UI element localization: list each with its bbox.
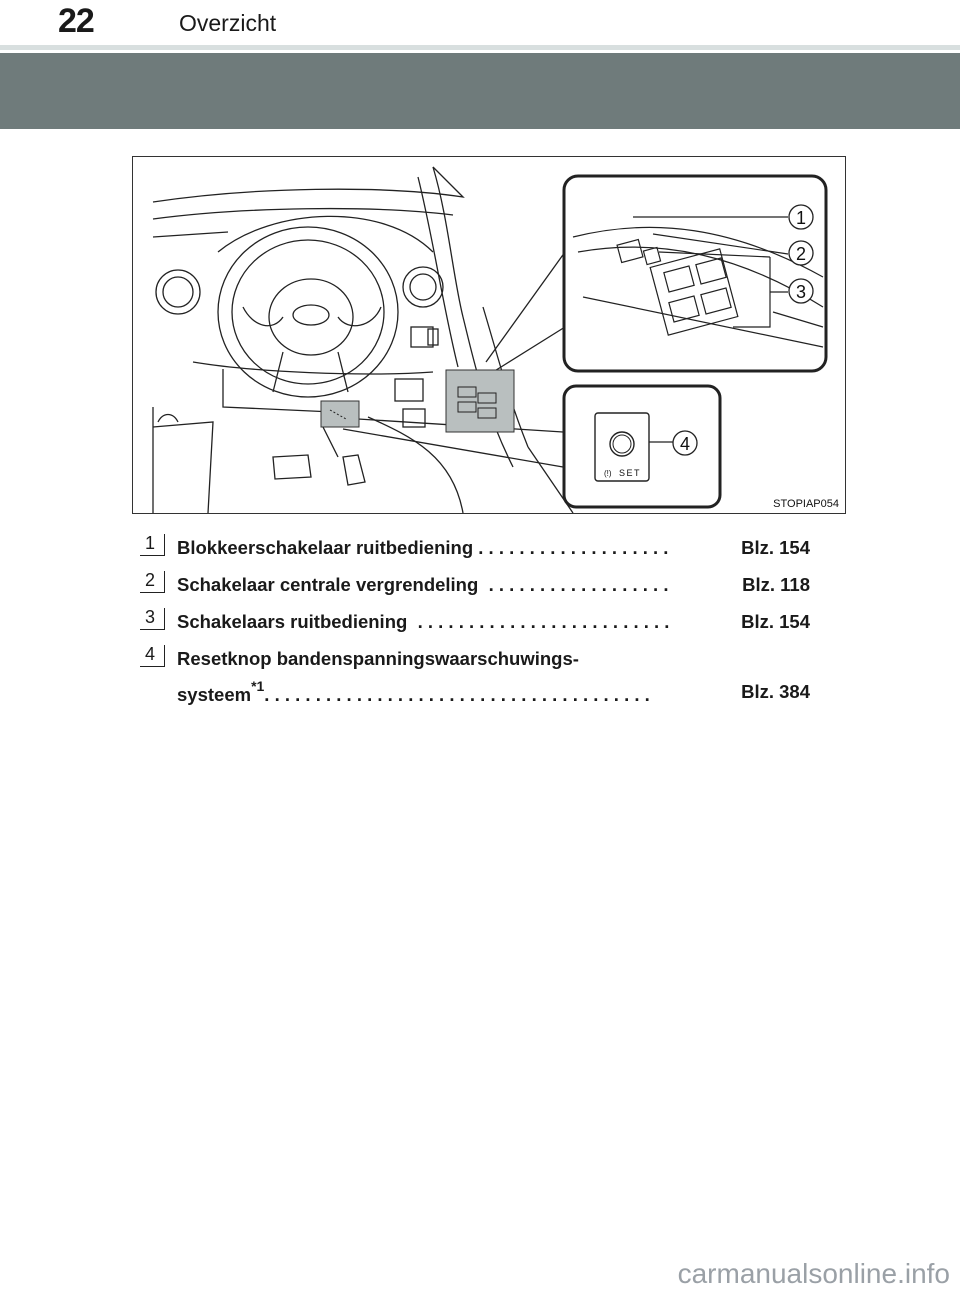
- page-ref: Blz. 154: [741, 611, 810, 632]
- dashboard-drawing: 1 2 3 (!) SET 4: [152, 166, 828, 513]
- page-ref: Blz. 384: [741, 681, 810, 702]
- number-box: 1: [140, 533, 165, 556]
- number-box: 4: [140, 644, 165, 667]
- callout-1: 1: [796, 208, 806, 228]
- number-box: 2: [140, 570, 165, 593]
- legend-item: 1 Blokkeerschakelaar ruitbediening . . .…: [140, 533, 820, 570]
- set-label: SET: [619, 468, 641, 478]
- callout-2: 2: [796, 244, 806, 264]
- svg-text:(!): (!): [604, 469, 612, 478]
- watermark: carmanualsonline.info: [677, 1258, 950, 1289]
- legend-item: 2 Schakelaar centrale vergrendeling . . …: [140, 570, 820, 607]
- header-divider: [0, 45, 960, 50]
- page-ref: Blz. 154: [741, 537, 810, 558]
- number-box: 3: [140, 607, 165, 630]
- legend-text: Schakelaars ruitbediening . . . . . . . …: [177, 611, 670, 632]
- dashboard-illustration: 1 2 3 (!) SET 4 STOPIAP054: [132, 156, 846, 514]
- page-ref: Blz. 118: [742, 574, 810, 595]
- legend-item: 4 Resetknop bandenspanningswaarschuwings…: [140, 644, 820, 714]
- callout-4: 4: [680, 434, 690, 454]
- section-title: Overzicht: [179, 10, 277, 36]
- callout-3: 3: [796, 282, 806, 302]
- legend-item: 3 Schakelaars ruitbediening . . . . . . …: [140, 607, 820, 644]
- legend-text: Schakelaar centrale vergrendeling . . . …: [177, 574, 669, 595]
- header-band: [0, 53, 960, 129]
- legend-text: Blokkeerschakelaar ruitbediening . . . .…: [177, 537, 669, 558]
- legend-text-line2: systeem*1. . . . . . . . . . . . . . . .…: [177, 678, 650, 706]
- legend-list: 1 Blokkeerschakelaar ruitbediening . . .…: [140, 533, 820, 714]
- page-number: 22: [58, 2, 95, 40]
- legend-text: Resetknop bandenspanningswaarschuwings-: [177, 648, 579, 669]
- figure-code: STOPIAP054: [773, 498, 839, 510]
